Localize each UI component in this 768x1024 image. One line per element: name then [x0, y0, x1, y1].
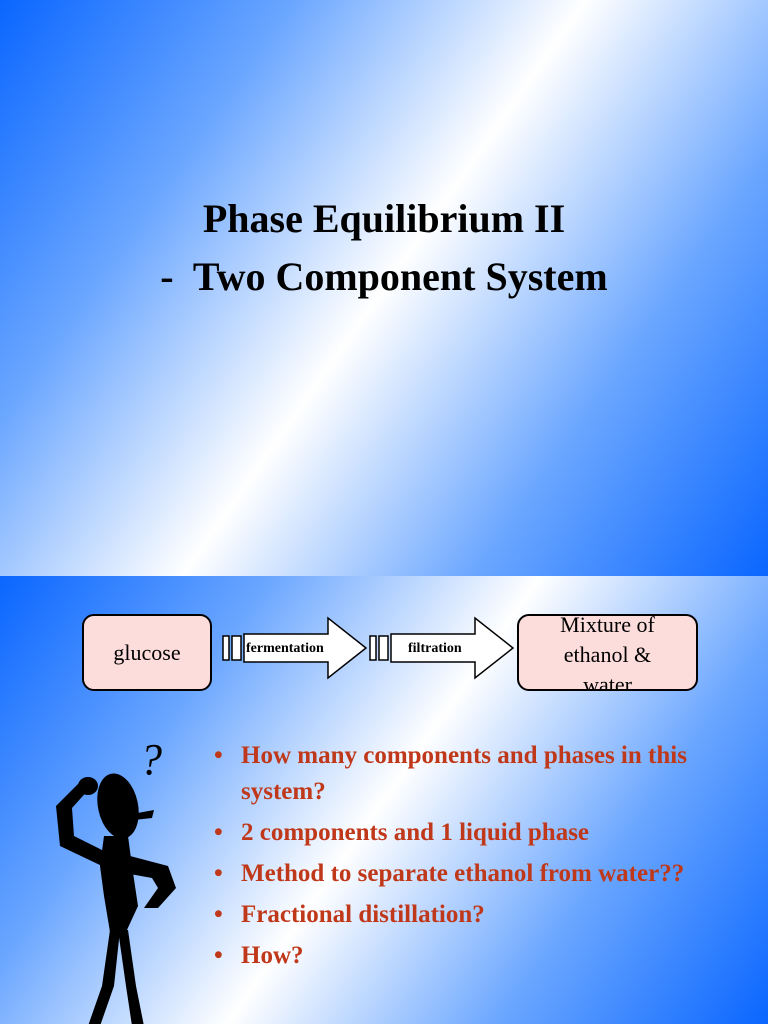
list-item: • How many components and phases in this… [212, 738, 752, 810]
bullet-icon: • [214, 901, 223, 928]
bullet-icon: • [214, 819, 223, 846]
list-item: • Fractional distillation? [212, 897, 752, 933]
bullet-icon: • [214, 742, 223, 769]
question-mark-icon: ? [140, 736, 162, 784]
title-line-1: Phase Equilibrium II [202, 196, 566, 241]
bullet-text: Method to separate ethanol from water?? [241, 860, 685, 887]
fermentation-arrow: fermentation [222, 616, 368, 680]
list-item: • How? [212, 938, 752, 974]
filtration-arrow: filtration [369, 616, 515, 680]
mixture-text: Mixture of ethanol & water [560, 614, 655, 691]
bullet-text: 2 components and 1 liquid phase [241, 819, 590, 846]
glucose-label: glucose [113, 639, 181, 665]
filtration-label: filtration [408, 641, 462, 656]
fermentation-label: fermentation [246, 641, 324, 656]
mixture-line-1: Mixture of [560, 614, 655, 637]
block-arrow-icon [222, 616, 368, 680]
list-item: • 2 components and 1 liquid phase [212, 815, 752, 851]
bullet-list: • How many components and phases in this… [212, 738, 752, 979]
mixture-line-2: ethanol & [563, 641, 652, 667]
slide-title: Phase Equilibrium II - Two Component Sys… [0, 190, 768, 306]
title-line-2: - Two Component System [160, 254, 608, 299]
mixture-box: Mixture of ethanol & water [517, 614, 698, 691]
bullet-icon: • [214, 942, 223, 969]
block-arrow-icon [369, 616, 515, 680]
bullet-text: How? [241, 942, 304, 969]
title-slide: Phase Equilibrium II - Two Component Sys… [0, 0, 768, 576]
content-slide: glucose fermentation filtration Mixture … [0, 576, 768, 1024]
glucose-box: glucose [82, 614, 212, 691]
list-item: • Method to separate ethanol from water?… [212, 856, 752, 892]
bullet-icon: • [214, 860, 223, 887]
bullet-text: Fractional distillation? [241, 901, 485, 928]
bullet-text: How many components and phases in this s… [241, 742, 687, 805]
thinking-figure-icon: ? [40, 735, 190, 1024]
mixture-line-3: water [583, 671, 632, 691]
